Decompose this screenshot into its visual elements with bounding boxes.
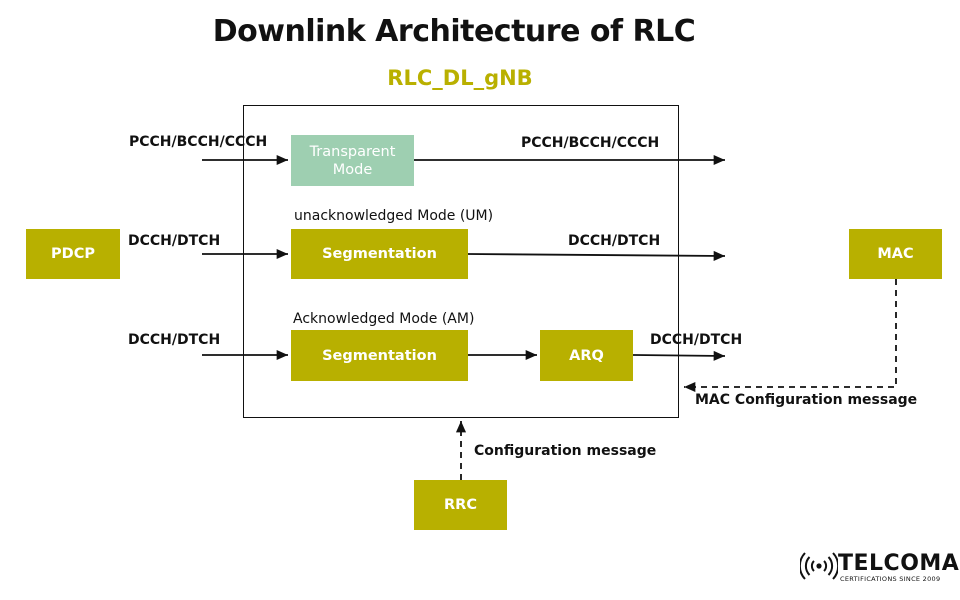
am-segmentation-block: Segmentation xyxy=(291,330,468,381)
signal-broadcast-icon xyxy=(800,552,838,580)
mac-block: MAC xyxy=(849,229,942,279)
tm-output-channel-label: PCCH/BCCH/CCCH xyxy=(521,135,660,151)
rrc-config-message-label: Configuration message xyxy=(474,443,657,459)
rlc-entity-boundary xyxy=(243,105,679,418)
am-mode-label: Acknowledged Mode (AM) xyxy=(293,311,475,327)
transparent-mode-block: Transparent Mode xyxy=(291,135,414,186)
am-input-channel-label: DCCH/DTCH xyxy=(128,332,221,348)
rlc-entity-title: RLC_DL_gNB xyxy=(387,66,533,90)
am-output-channel-label: DCCH/DTCH xyxy=(650,332,743,348)
tm-input-channel-label: PCCH/BCCH/CCCH xyxy=(129,134,268,150)
um-mode-label: unacknowledged Mode (UM) xyxy=(294,208,494,224)
um-output-arrow xyxy=(467,250,726,261)
arq-block: ARQ xyxy=(540,330,633,381)
um-input-channel-label: DCCH/DTCH xyxy=(128,233,221,249)
am-output-arrow xyxy=(632,350,726,361)
pdcp-block: PDCP xyxy=(26,229,120,279)
logo-tagline: CERTIFICATIONS SINCE 2009 xyxy=(840,575,941,583)
um-segmentation-block: Segmentation xyxy=(291,229,468,279)
telcoma-logo: TELCOMA CERTIFICATIONS SINCE 2009 xyxy=(800,551,959,587)
rrc-block: RRC xyxy=(414,480,507,530)
diagram-title: Downlink Architecture of RLC xyxy=(212,14,696,49)
mac-config-message-label: MAC Configuration message xyxy=(695,392,918,408)
um-output-channel-label: DCCH/DTCH xyxy=(568,233,661,249)
logo-name: TELCOMA xyxy=(838,551,960,576)
mac-config-dashed-arrow xyxy=(684,279,897,393)
